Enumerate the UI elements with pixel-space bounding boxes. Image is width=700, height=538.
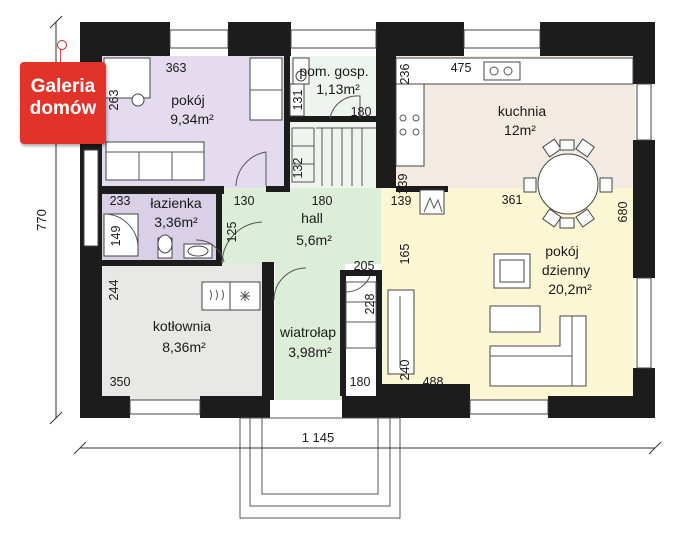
wiatrolap-area: 3,98m² [288, 344, 332, 360]
furniture-lazienka [103, 213, 213, 259]
wiatrolap-name: wiatrołap [279, 324, 336, 340]
dim-180-hall: 180 [312, 194, 333, 208]
logo-tag-hole [57, 40, 67, 50]
dim-770-overall: 770 [34, 209, 49, 231]
dim-228: 228 [363, 294, 377, 315]
furniture-pokoj-dzienny [387, 189, 587, 387]
logo-line-1: Galeria [30, 76, 96, 97]
kuchnia-name: kuchnia [498, 103, 546, 119]
kotlownia-name: kotłownia [153, 318, 212, 334]
kuchnia-area: 12m² [504, 122, 536, 138]
dim-125: 125 [225, 222, 239, 243]
dim-263: 263 [107, 90, 121, 111]
dim-475: 475 [451, 61, 472, 75]
logo-tag-string [60, 44, 67, 66]
dim-139-vert: 139 [396, 174, 410, 195]
dim-244: 244 [107, 280, 121, 301]
dim-350: 350 [110, 375, 131, 389]
pom-gosp-name: pom. gosp. [299, 63, 368, 79]
lazienka-name: łazienka [150, 195, 202, 211]
pokoj-dzienny-name-1: pokój [545, 243, 578, 259]
dim-165: 165 [398, 244, 412, 265]
dim-240: 240 [398, 360, 412, 381]
pokoj-area: 9,34m² [170, 111, 214, 127]
dim-236: 236 [398, 64, 412, 85]
dim-361: 361 [502, 193, 523, 207]
stairs [289, 57, 376, 186]
furniture-kotlownia [201, 281, 261, 311]
kotlownia-area: 8,36m² [162, 339, 206, 355]
galeria-domow-logo: Galeria domów [20, 62, 106, 144]
dim-1145-overall: 1 145 [302, 430, 335, 445]
dim-180-top: 180 [351, 105, 372, 119]
dim-180-vestibule: 180 [350, 375, 371, 389]
furniture-pokoj [103, 57, 283, 187]
logo-line-2: domów [29, 98, 97, 119]
furniture-kuchnia [395, 57, 634, 229]
lazienka-area: 3,36m² [154, 214, 198, 230]
dim-132: 132 [291, 158, 305, 179]
dim-130: 130 [234, 194, 255, 208]
pom-gosp-area: 1,13m² [316, 81, 360, 97]
dim-488: 488 [423, 375, 444, 389]
hall-name: hall [301, 210, 323, 226]
dim-149: 149 [109, 226, 123, 247]
entrance-steps [239, 417, 401, 519]
pokoj-dzienny-area: 20,2m² [548, 281, 592, 297]
pokoj-dzienny-name-2: dzienny [542, 262, 590, 278]
dim-205: 205 [354, 259, 375, 273]
doors [195, 221, 377, 349]
dim-680: 680 [616, 202, 630, 223]
dim-131: 131 [291, 90, 305, 111]
dim-363: 363 [166, 61, 187, 75]
dim-139-horiz: 139 [391, 194, 412, 208]
pokoj-name: pokój [171, 92, 204, 108]
room-wiatrolap-fill [275, 264, 345, 400]
hall-area: 5,6m² [296, 232, 332, 248]
stair-area-fill [288, 122, 381, 188]
dim-233: 233 [110, 194, 131, 208]
walls [80, 22, 655, 418]
windows [83, 29, 652, 415]
